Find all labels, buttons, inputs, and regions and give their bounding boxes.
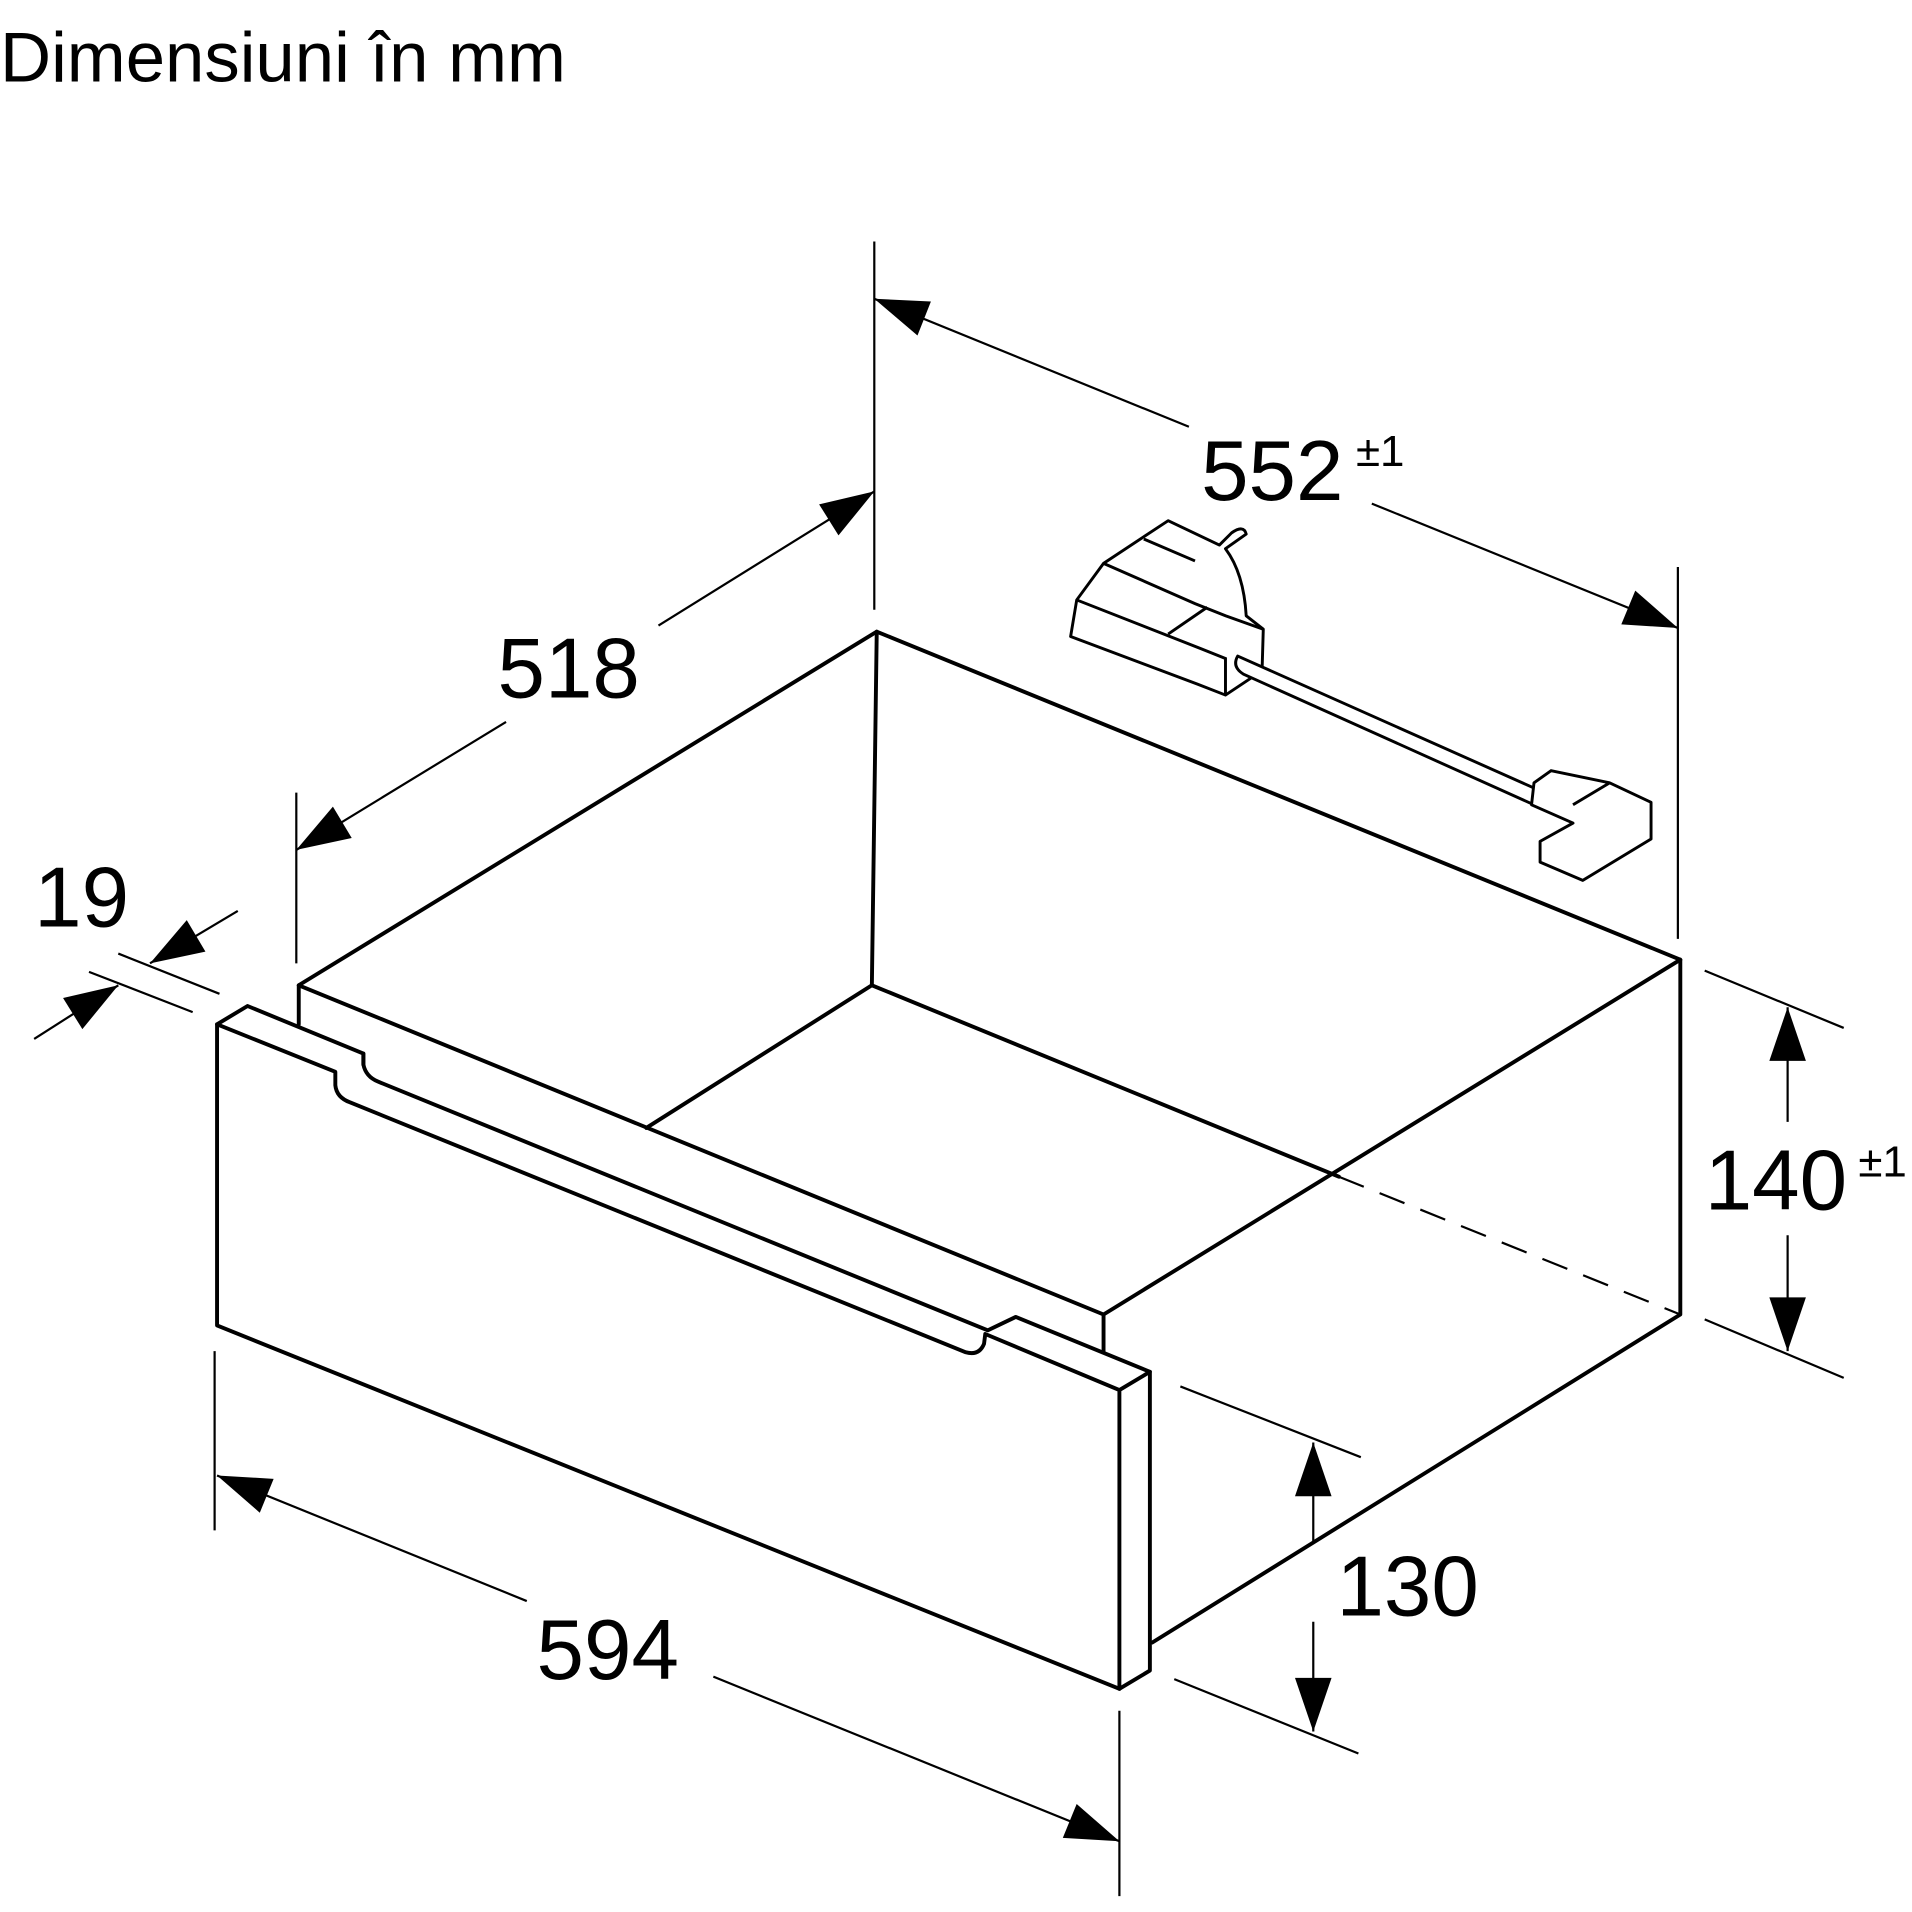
dimension-arrowheads (63, 298, 1806, 1842)
arrowhead (217, 1475, 274, 1513)
arrowhead (1294, 1677, 1332, 1732)
power-cable-plug (1069, 519, 1653, 882)
label-594: 594 (537, 1603, 679, 1698)
arrowhead (1062, 1804, 1120, 1842)
drawer-front-panel (215, 1004, 1152, 1691)
label-130: 130 (1336, 1540, 1478, 1635)
arrowhead (1769, 1007, 1806, 1061)
arrowhead (1769, 1297, 1806, 1352)
arrowhead (819, 491, 875, 536)
label-552: 552 (1201, 424, 1343, 519)
drawer-body (296, 629, 1683, 1645)
dimension-lines (33, 241, 1845, 1897)
label-140-tolerance: ±1 (1858, 1138, 1906, 1187)
arrowhead (63, 985, 119, 1030)
label-140: 140 (1705, 1134, 1847, 1229)
label-552-tolerance: ±1 (1356, 427, 1404, 476)
label-518: 518 (498, 621, 640, 716)
dimension-labels: 552 ±1 518 19 140 ±1 130 594 (34, 424, 1907, 1698)
arrowhead (1621, 590, 1678, 628)
arrowhead (149, 920, 206, 964)
arrowhead (874, 298, 931, 336)
title: Dimensiuni în mm (0, 18, 566, 97)
arrowhead (296, 806, 352, 850)
arrowhead (1294, 1442, 1332, 1497)
label-19: 19 (34, 851, 129, 946)
